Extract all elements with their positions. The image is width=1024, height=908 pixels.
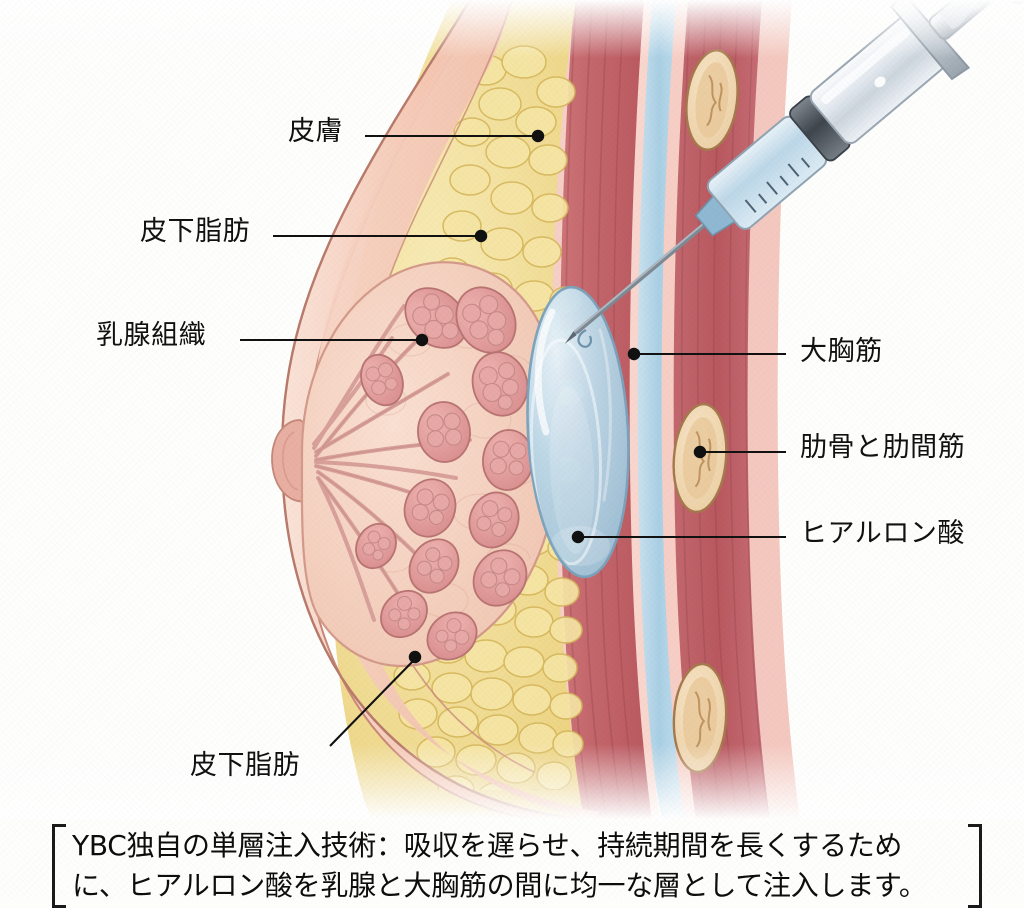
hyaluronic-acid-pocket bbox=[526, 285, 630, 579]
label-subcutaneous-fat-bottom: 皮下脂肪 bbox=[190, 750, 301, 781]
ha-highlights bbox=[530, 308, 612, 566]
caption-text: YBC独自の単層注入技術：吸収を遅らせ、持続期間を長くするため に、ヒアルロン酸… bbox=[66, 824, 968, 908]
caption-bracket-left bbox=[52, 824, 66, 908]
label-subcutaneous-fat-top: 皮下脂肪 bbox=[140, 216, 251, 247]
syringe-graduations bbox=[744, 157, 811, 213]
label-hyaluronic-acid: ヒアルロン酸 bbox=[800, 518, 965, 549]
leader-dot-ha bbox=[571, 530, 585, 544]
leader-dot-pec bbox=[627, 347, 641, 361]
leader-lines bbox=[240, 129, 786, 747]
leader-subfat-bottom bbox=[329, 658, 416, 747]
bottom-fade bbox=[0, 744, 1024, 820]
caption-line-1: YBC独自の単層注入技術：吸収を遅らせ、持続期間を長くするため bbox=[72, 829, 903, 862]
anatomical-figure bbox=[0, 0, 1024, 820]
leader-dot-subfat-bottom bbox=[408, 650, 422, 664]
leader-dot-subfat-top bbox=[474, 229, 488, 243]
leader-dot-ribs bbox=[693, 445, 707, 459]
caption-block: YBC独自の単層注入技術：吸収を遅らせ、持続期間を長くするため に、ヒアルロン酸… bbox=[52, 824, 982, 908]
syringe-needle bbox=[564, 223, 705, 344]
rib-cross-sections bbox=[672, 49, 739, 774]
deep-blue-fascia-layer bbox=[634, 0, 684, 820]
caption-bracket-right bbox=[968, 824, 982, 908]
label-skin: 皮膚 bbox=[288, 116, 344, 147]
top-fade bbox=[0, 0, 1024, 58]
caption-line-2: に、ヒアルロン酸を乳腺と大胸筋の間に均一な層として注入します。 bbox=[72, 868, 927, 902]
label-pectoralis-major: 大胸筋 bbox=[800, 336, 883, 367]
label-mammary-gland: 乳腺組織 bbox=[96, 320, 207, 351]
anatomy-svg bbox=[0, 0, 1024, 820]
label-ribs-intercostal: 肋骨と肋間筋 bbox=[800, 432, 966, 463]
dermis-layer bbox=[310, 0, 600, 820]
leader-dot-skin bbox=[531, 129, 545, 143]
leader-dot-gland bbox=[415, 333, 429, 347]
mammary-lobules bbox=[355, 286, 534, 661]
